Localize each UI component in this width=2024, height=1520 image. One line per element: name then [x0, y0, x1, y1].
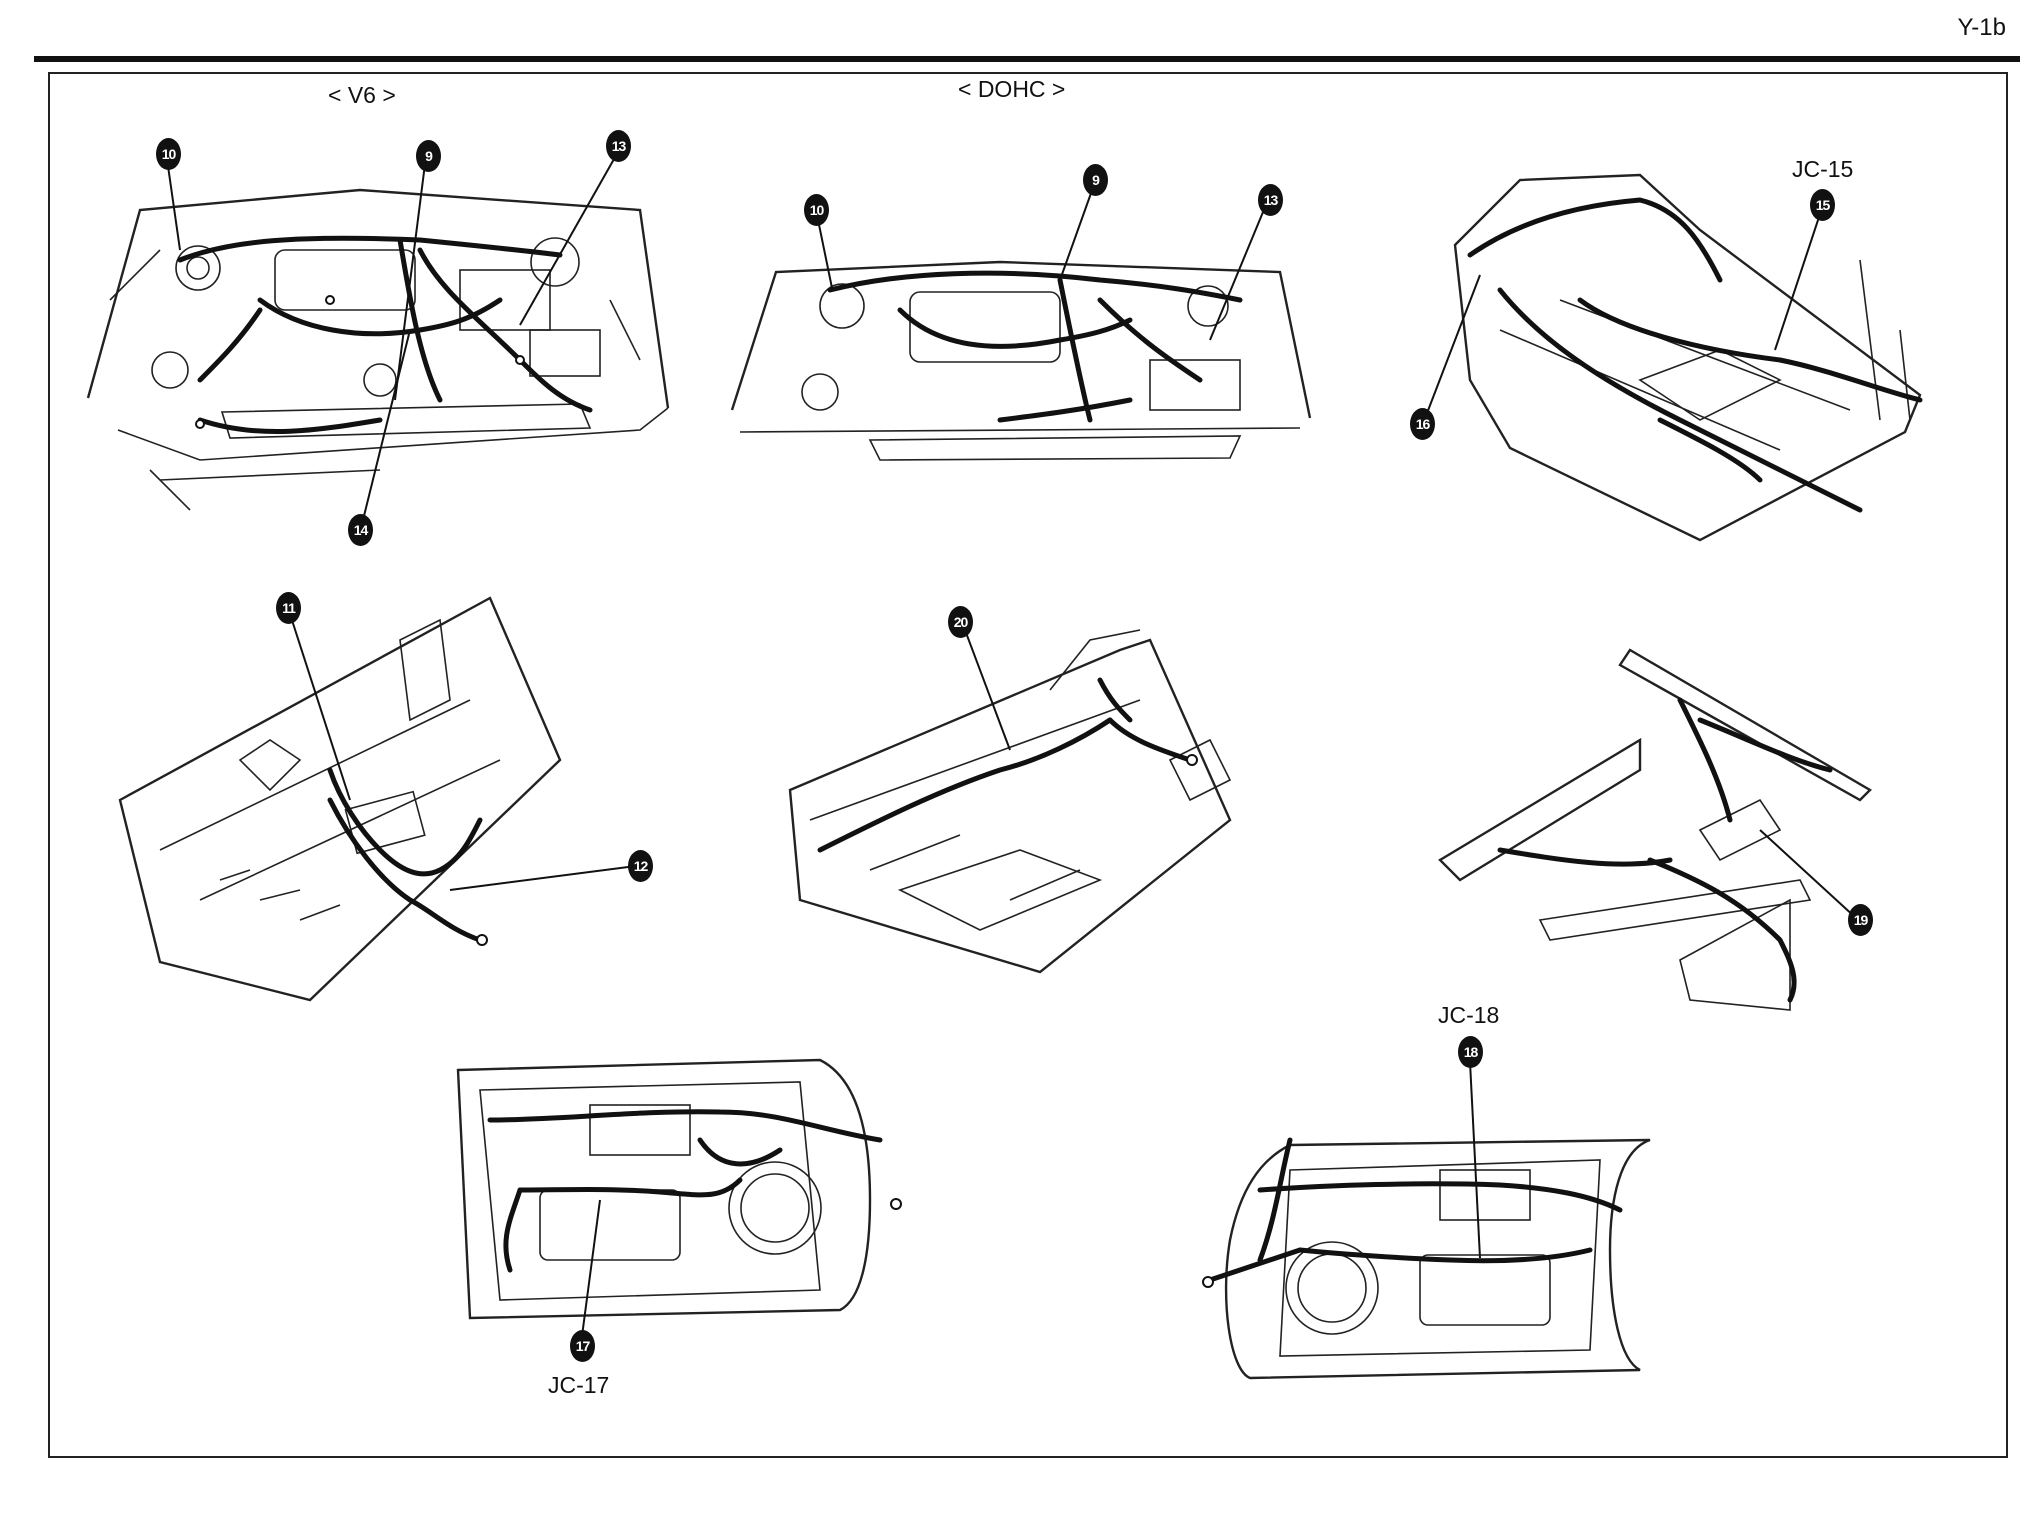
- rear-trunk-harness-drawing: [788, 621, 1232, 974]
- v6-engine-bay-drawing: [86, 151, 670, 525]
- callout-13-dohc: 13: [1258, 184, 1283, 216]
- floor-right-harness-drawing: [1438, 648, 1872, 1011]
- callout-13-v6: 13: [606, 130, 631, 162]
- page-id: Y-1b: [1957, 14, 2007, 41]
- jc18-label: JC-18: [1438, 1002, 1500, 1028]
- jc17-label: JC-17: [548, 1372, 610, 1398]
- callout-9-dohc: 9: [1083, 164, 1108, 196]
- callout-20: 20: [948, 606, 973, 638]
- cowl-harness-drawing: [118, 596, 637, 1002]
- callout-16: 16: [1410, 408, 1435, 440]
- callout-14-v6: 14: [348, 514, 373, 546]
- right-door-harness-drawing: [1202, 1061, 1651, 1380]
- header-rule: [34, 56, 2020, 62]
- diagram-frame: [48, 72, 2008, 1458]
- v6-label: < V6 >: [328, 82, 396, 108]
- floor-harness-drawing: [1423, 173, 1923, 542]
- jc15-label: JC-15: [1792, 156, 1854, 182]
- callout-18: 18: [1458, 1036, 1483, 1068]
- dohc-engine-bay-drawing: [730, 181, 1312, 461]
- callout-9-v6: 9: [416, 140, 441, 172]
- callout-12: 12: [628, 850, 653, 882]
- left-door-harness-drawing: [456, 1058, 902, 1337]
- callout-10-v6: 10: [156, 138, 181, 170]
- callout-19: 19: [1848, 904, 1873, 936]
- callout-11: 11: [276, 592, 301, 624]
- dohc-label: < DOHC >: [958, 76, 1066, 102]
- callout-17: 17: [570, 1330, 595, 1362]
- callout-15: 15: [1810, 189, 1835, 221]
- callout-10-dohc: 10: [804, 194, 829, 226]
